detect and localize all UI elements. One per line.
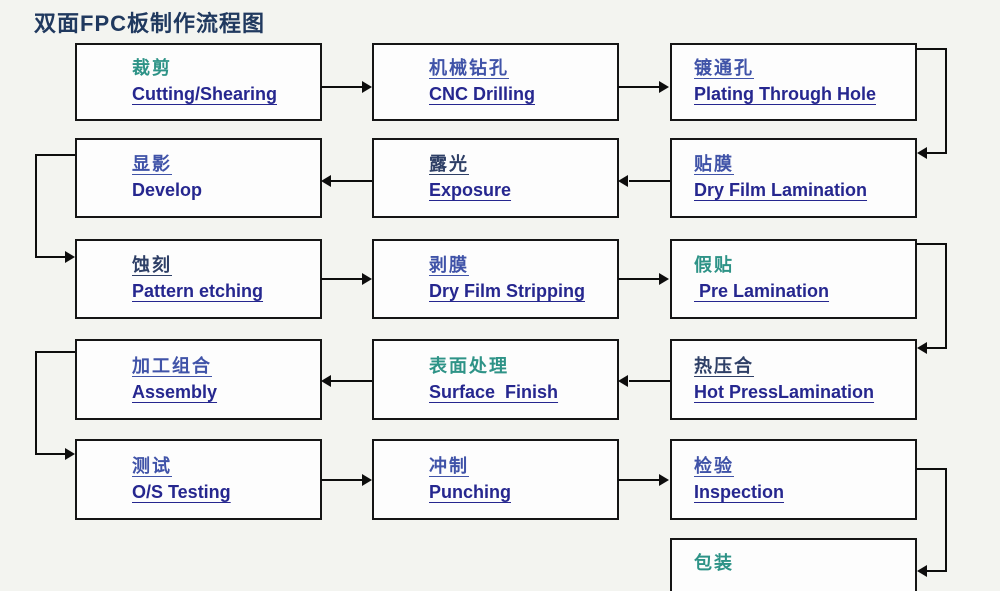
flow-box-label-zh: 显影 (132, 154, 172, 175)
flow-box-label-zh: 冲制 (429, 455, 469, 476)
flow-box-dry-film-stripping: 剥膜 Dry Film Stripping (372, 239, 619, 319)
connector-line (945, 243, 947, 349)
flow-box-label-zh: 热压合 (694, 355, 754, 376)
flow-box-label-en: Plating Through Hole (694, 84, 876, 105)
arrowhead-right-icon (362, 81, 372, 93)
flow-box-label-en: Dry Film Stripping (429, 281, 586, 302)
arrowhead-left-icon (321, 375, 331, 387)
flow-box-label-en: Surface Finish (429, 381, 559, 402)
arrowhead-right-icon (362, 273, 372, 285)
flow-box-pattern-etching: 蚀刻 Pattern etching (75, 239, 322, 319)
flow-box-label-en: Inspection (694, 481, 785, 502)
flow-box-label-zh: 假贴 (694, 255, 734, 276)
connector-line (35, 154, 75, 156)
connector-line (321, 86, 362, 88)
flow-box-label-zh: 露光 (429, 154, 469, 175)
connector-line (927, 570, 947, 572)
flow-box-label-zh: 剥膜 (429, 255, 469, 276)
flow-box-label-en: Cutting/Shearing (132, 84, 277, 105)
connector-line (618, 479, 659, 481)
flow-box-label-zh: 检验 (694, 455, 734, 476)
flow-box-label-zh: 包装 (694, 553, 734, 573)
flow-box-assembly: 加工组合 Assembly (75, 339, 322, 420)
flow-box-develop: 显影 Develop (75, 138, 322, 218)
flow-box-cutting: 裁剪 Cutting/Shearing (75, 43, 322, 121)
connector-line (916, 243, 947, 245)
flow-box-label-zh: 机械钻孔 (429, 58, 509, 79)
flow-box-label-en: Pre Lamination (694, 281, 830, 302)
arrowhead-left-icon (618, 375, 628, 387)
arrowhead-left-icon (917, 565, 927, 577)
flow-box-label-en: CNC Drilling (429, 84, 535, 105)
arrowhead-right-icon (659, 273, 669, 285)
flow-box-inspection: 检验 Inspection (670, 439, 917, 520)
connector-line (35, 351, 75, 353)
connector-line (618, 86, 659, 88)
flow-box-label-zh: 贴膜 (694, 154, 734, 175)
flow-box-surface-finish: 表面处理 Surface Finish (372, 339, 619, 420)
connector-line (916, 468, 947, 470)
connector-line (927, 347, 947, 349)
connector-line (35, 453, 65, 455)
arrowhead-left-icon (917, 342, 927, 354)
flow-box-label-zh: 裁剪 (132, 58, 172, 79)
flow-box-label-zh: 镀通孔 (694, 58, 754, 79)
flow-box-label-en: O/S Testing (132, 481, 231, 502)
arrowhead-left-icon (618, 175, 628, 187)
connector-line (35, 154, 37, 258)
flow-box-plating-through-hole: 镀通孔 Plating Through Hole (670, 43, 917, 121)
connector-line (629, 380, 670, 382)
flow-box-punching: 冲制 Punching (372, 439, 619, 520)
flow-box-label-zh: 表面处理 (429, 355, 509, 376)
connector-line (618, 278, 659, 280)
arrowhead-left-icon (917, 147, 927, 159)
arrowhead-right-icon (65, 251, 75, 263)
page-title: 双面FPC板制作流程图 (34, 11, 266, 36)
flow-box-label-en: Develop (132, 180, 203, 201)
flow-box-dry-film-lamination: 贴膜 Dry Film Lamination (670, 138, 917, 218)
arrowhead-right-icon (65, 448, 75, 460)
connector-line (35, 351, 37, 455)
connector-line (331, 180, 372, 182)
flow-box-os-testing: 测试 O/S Testing (75, 439, 322, 520)
flow-box-pre-lamination: 假贴 Pre Lamination (670, 239, 917, 319)
flow-box-label-en: Pattern etching (132, 281, 264, 302)
arrowhead-right-icon (362, 474, 372, 486)
flow-box-exposure: 露光 Exposure (372, 138, 619, 218)
connector-line (331, 380, 372, 382)
connector-line (945, 48, 947, 154)
flow-box-hot-press-lamination: 热压合 Hot PressLamination (670, 339, 917, 420)
connector-line (321, 479, 362, 481)
connector-line (927, 152, 947, 154)
flow-box-label-zh: 加工组合 (132, 355, 212, 376)
connector-line (629, 180, 670, 182)
arrowhead-left-icon (321, 175, 331, 187)
flow-box-label-en: Exposure (429, 180, 512, 201)
flow-box-cnc-drilling: 机械钻孔 CNC Drilling (372, 43, 619, 121)
flow-box-label-en: Punching (429, 481, 511, 502)
flow-box-label-zh: 测试 (132, 455, 172, 476)
connector-line (321, 278, 362, 280)
connector-line (35, 256, 65, 258)
flow-box-label-en: Assembly (132, 381, 218, 402)
flow-box-label-en: Hot PressLamination (694, 381, 875, 402)
flow-box-label-zh: 蚀刻 (132, 255, 172, 276)
flow-box-packaging: 包装 (670, 538, 917, 591)
connector-line (916, 48, 947, 50)
arrowhead-right-icon (659, 474, 669, 486)
flow-box-label-en: Dry Film Lamination (694, 180, 868, 201)
connector-line (945, 468, 947, 572)
arrowhead-right-icon (659, 81, 669, 93)
